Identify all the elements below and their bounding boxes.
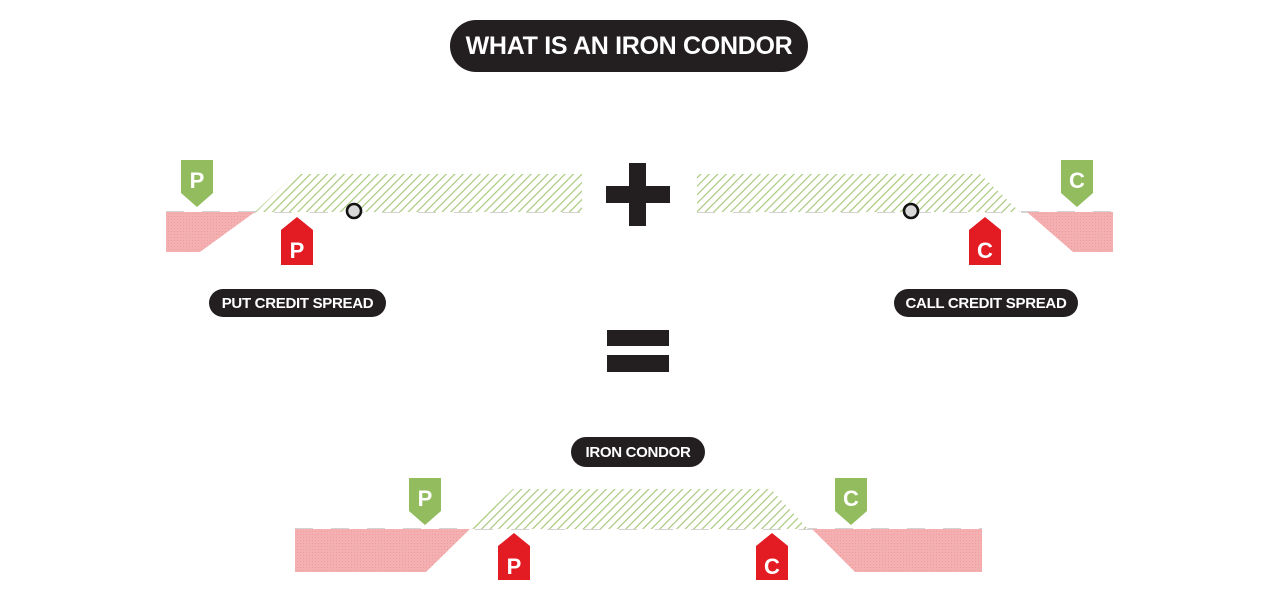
profit-region (470, 489, 808, 529)
call-credit-spread-label: CALL CREDIT SPREAD (894, 289, 1078, 317)
long-put-tag: P (181, 160, 213, 207)
iron-condor-chart: P P C C (295, 478, 982, 580)
long-call-tag: C (835, 478, 867, 525)
call-credit-spread-chart: C C (697, 160, 1113, 265)
short-call-tag: C (756, 533, 788, 580)
short-call-tag: C (969, 217, 1001, 265)
loss-region-right (812, 529, 982, 572)
put-credit-spread-label: PUT CREDIT SPREAD (209, 289, 386, 317)
svg-text:P: P (290, 238, 305, 263)
current-price-marker (345, 202, 363, 220)
loss-region (166, 212, 255, 252)
current-price-marker (902, 202, 920, 220)
svg-text:P: P (507, 554, 522, 579)
long-call-tag: C (1061, 160, 1093, 207)
svg-text:C: C (977, 238, 993, 263)
profit-region (697, 174, 1020, 212)
long-put-tag: P (409, 478, 441, 525)
svg-text:C: C (764, 554, 780, 579)
profit-region (255, 174, 582, 212)
short-put-tag: P (281, 217, 313, 265)
put-credit-spread-chart: P P (166, 160, 582, 265)
plus-operator-icon (606, 163, 670, 226)
svg-text:P: P (190, 168, 205, 193)
svg-text:C: C (1069, 168, 1085, 193)
equals-operator-icon (607, 330, 669, 372)
loss-region-left (295, 529, 470, 572)
loss-region (1027, 212, 1113, 252)
iron-condor-label: IRON CONDOR (571, 437, 705, 467)
page-title: WHAT IS AN IRON CONDOR (450, 20, 808, 72)
short-put-tag: P (498, 533, 530, 580)
svg-text:P: P (418, 486, 433, 511)
svg-text:C: C (843, 486, 859, 511)
